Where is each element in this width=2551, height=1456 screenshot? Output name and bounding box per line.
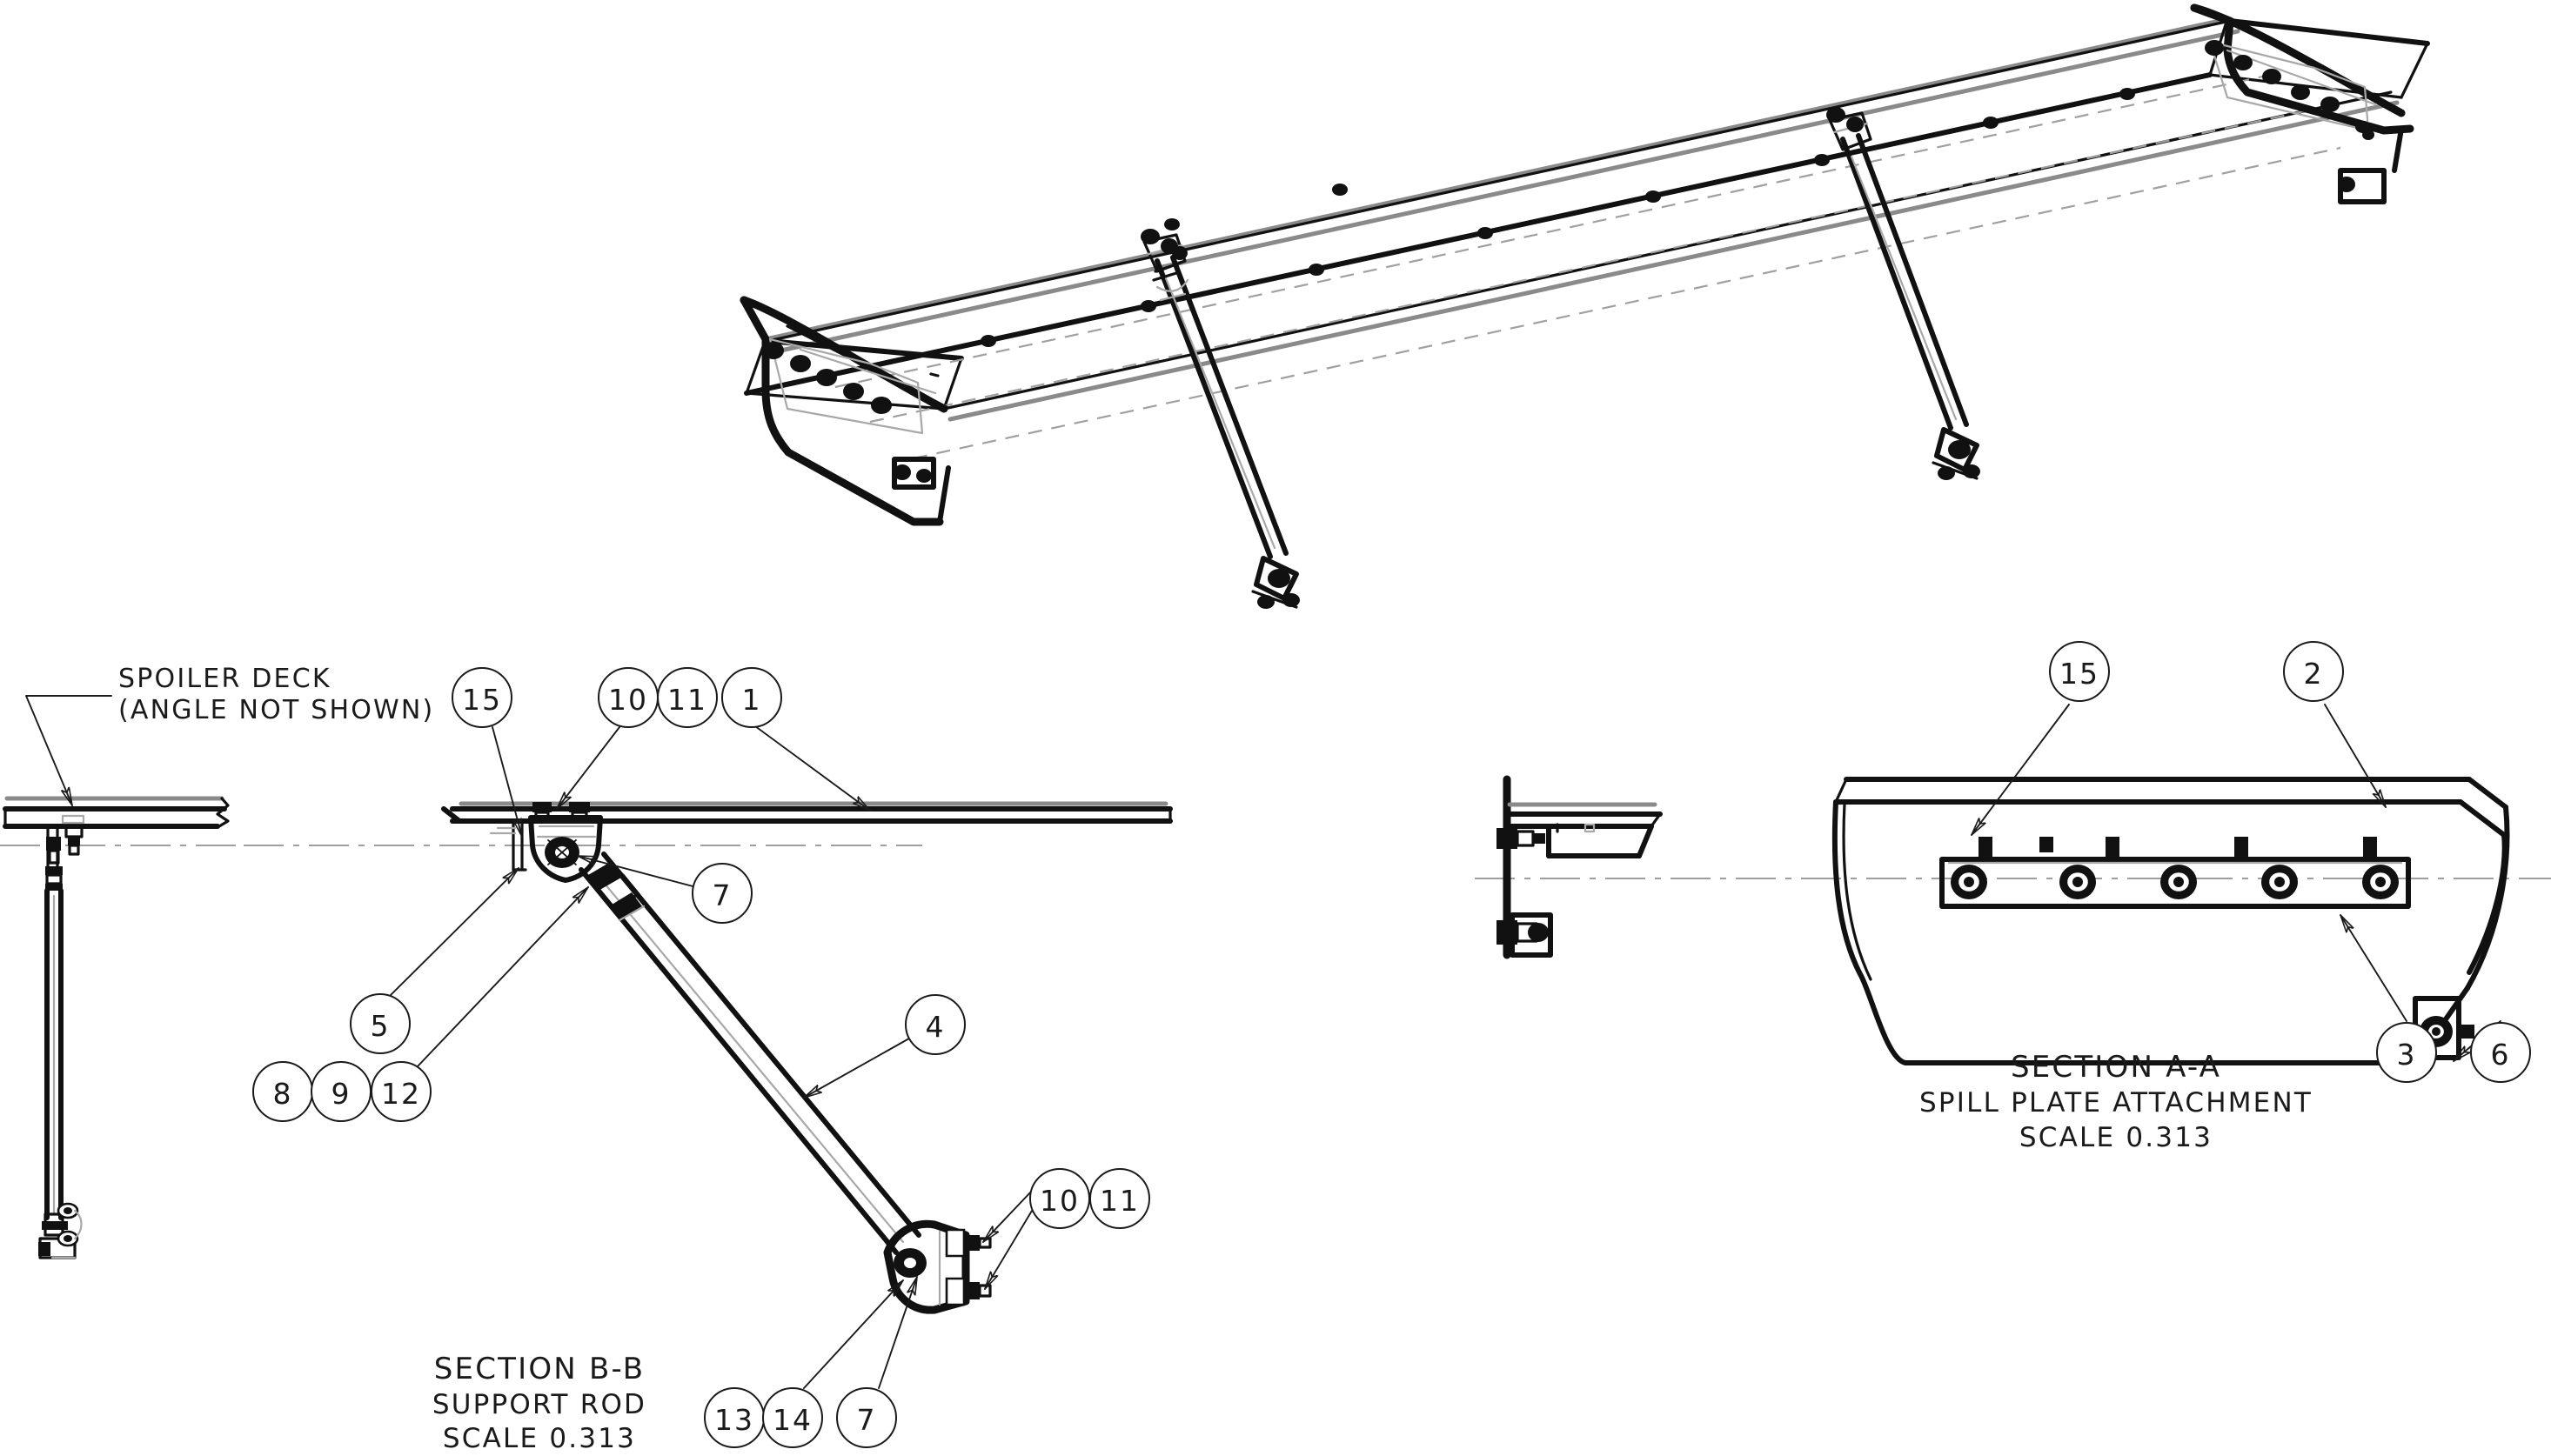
section-bb-scale: SCALE 0.313 <box>443 1423 636 1454</box>
deck-left-flange-bb <box>441 806 527 872</box>
aa-spill-plate-body <box>1831 777 2510 1065</box>
section-aa-title: SECTION A-A <box>2011 1050 2221 1085</box>
section-aa-view <box>1475 704 2551 1065</box>
section-aa-title-block: SECTION A-A SPILL PLATE ATTACHMENT SCALE… <box>1919 1050 2313 1153</box>
aa-spill-plate-fasteners <box>1951 865 2399 899</box>
balloon-label: 11 <box>1100 1184 1140 1218</box>
balloon-aa-6[interactable]: 6 <box>2470 1022 2531 1083</box>
balloon-label: 8 <box>273 1077 293 1111</box>
section-aa-leaders <box>1971 704 2501 1062</box>
balloon-label: 15 <box>462 683 502 717</box>
rod-upper-clevis-right <box>1826 107 1872 151</box>
isometric-assembly-view <box>740 3 2430 609</box>
balloon-bb-11-bottom[interactable]: 11 <box>1089 1168 1150 1229</box>
deck-rivets <box>981 88 2135 347</box>
right-end-plate <box>2190 3 2414 204</box>
balloon-bb-10-top[interactable]: 10 <box>598 667 659 728</box>
balloon-bb-12[interactable]: 12 <box>371 1061 432 1122</box>
balloon-bb-7-top[interactable]: 7 <box>692 863 753 924</box>
balloon-bb-7-bottom[interactable]: 7 <box>836 1387 897 1448</box>
balloon-aa-3[interactable]: 3 <box>2376 1022 2437 1083</box>
balloon-bb-9[interactable]: 9 <box>311 1061 372 1122</box>
section-aa-subtitle: SPILL PLATE ATTACHMENT <box>1919 1087 2313 1119</box>
balloon-bb-14[interactable]: 14 <box>762 1387 823 1448</box>
balloon-bb-4[interactable]: 4 <box>905 994 966 1055</box>
balloon-bb-5[interactable]: 5 <box>350 993 411 1054</box>
balloon-bb-15[interactable]: 15 <box>452 667 512 728</box>
section-bb-view <box>244 723 1173 1389</box>
balloon-label: 9 <box>331 1077 352 1111</box>
balloon-bb-13[interactable]: 13 <box>704 1387 765 1448</box>
balloon-label: 7 <box>713 878 733 912</box>
left-end-plate <box>740 296 951 526</box>
balloon-aa-15[interactable]: 15 <box>2049 641 2110 702</box>
balloon-callouts: 15 10 11 1 7 5 4 8 <box>252 641 2531 1448</box>
section-bb-subtitle: SUPPORT ROD <box>432 1389 646 1420</box>
rod-lower-clevis-bb <box>883 1219 992 1314</box>
balloon-label: 7 <box>857 1403 877 1437</box>
rod-lower-end-right <box>1932 427 1980 480</box>
balloon-bb-8[interactable]: 8 <box>252 1061 313 1122</box>
balloon-label: 5 <box>371 1009 391 1043</box>
aa-left-profile <box>1496 775 1663 959</box>
balloon-label: 10 <box>608 683 648 717</box>
balloon-bb-10-bottom[interactable]: 10 <box>1029 1168 1090 1229</box>
spoiler-deck-leader <box>25 695 112 806</box>
balloon-bb-1[interactable]: 1 <box>721 667 782 728</box>
spoiler-deck-profile-view: SPOILER DECK (ANGLE NOT SHOWN) <box>0 664 434 1259</box>
section-aa-scale: SCALE 0.313 <box>2019 1122 2213 1153</box>
balloon-label: 14 <box>773 1403 813 1437</box>
deck-fastener-hidden-lines <box>834 73 2341 460</box>
rod-upper-joint-profile <box>45 825 63 891</box>
spoiler-deck-note-line2: (ANGLE NOT SHOWN) <box>118 695 434 725</box>
balloon-label: 4 <box>926 1010 946 1044</box>
spoiler-deck-note-line1: SPOILER DECK <box>118 664 331 694</box>
balloon-label: 3 <box>2397 1038 2417 1072</box>
balloon-label: 2 <box>2304 657 2324 691</box>
section-bb-title-block: SECTION B-B SUPPORT ROD SCALE 0.313 <box>432 1352 646 1454</box>
section-bb-leaders <box>389 723 1054 1389</box>
balloon-aa-2[interactable]: 2 <box>2283 641 2344 702</box>
support-rod-left <box>1141 229 1300 609</box>
rod-upper-clevis-bb <box>528 802 603 883</box>
deck-fastener-profile <box>61 814 85 856</box>
balloon-label: 1 <box>742 683 762 717</box>
balloon-label: 13 <box>714 1403 754 1437</box>
balloon-label: 11 <box>667 683 707 717</box>
support-rod-profile <box>44 888 64 1220</box>
balloon-label: 10 <box>1040 1184 1080 1218</box>
support-rod-right <box>1826 107 1980 480</box>
balloon-label: 6 <box>2491 1038 2511 1072</box>
rod-lower-joint-profile <box>38 1202 83 1259</box>
aa-bolt-heads <box>1979 837 2377 861</box>
section-bb-title: SECTION B-B <box>434 1352 646 1386</box>
balloon-bb-11-top[interactable]: 11 <box>657 667 718 728</box>
balloon-label: 12 <box>381 1077 421 1111</box>
balloon-label: 15 <box>2059 657 2099 691</box>
spoiler-deck-panel <box>744 17 2430 422</box>
support-rod-bb <box>579 852 921 1255</box>
rod-lower-end-left <box>1251 556 1300 609</box>
rod-upper-clevis-left <box>1141 229 1189 302</box>
